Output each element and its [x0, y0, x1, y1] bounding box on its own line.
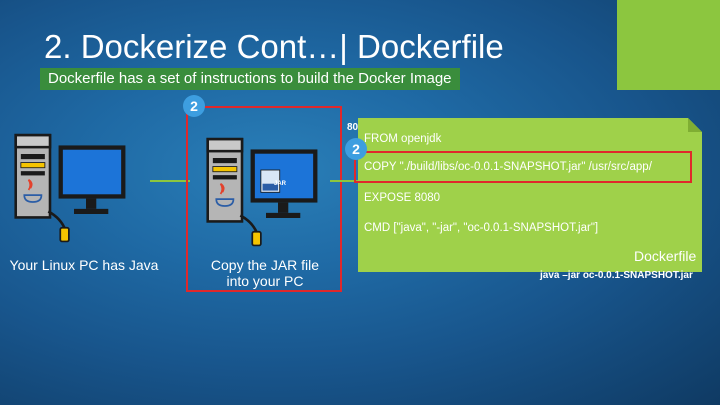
dockerfile-line-expose: EXPOSE 8080	[364, 192, 441, 204]
step-badge-dockerfile: 2	[345, 138, 367, 160]
java-run-command: java –jar oc-0.0.1-SNAPSHOT.jar	[540, 270, 693, 281]
arrow-middle-to-dockerfile	[330, 180, 362, 182]
java-icon	[215, 183, 235, 207]
page-title: 2. Dockerize Cont…| Dockerfile	[44, 28, 504, 65]
middle-pc-label-line1: Copy the JAR file	[210, 257, 320, 273]
subtitle-banner: Dockerfile has a set of instructions to …	[40, 68, 460, 90]
dockerfile-line-cmd: CMD ["java", "-jar", "oc-0.0.1-SNAPSHOT.…	[364, 222, 599, 234]
computer-icon	[14, 133, 126, 243]
dockerfile-document	[358, 118, 702, 272]
jar-file-icon	[260, 169, 281, 193]
copy-jar-highlight-box	[186, 106, 342, 292]
corner-accent	[617, 0, 720, 90]
jar-label: JAR	[274, 181, 287, 187]
dockerfile-line-copy: COPY "./build/libs/oc-0.0.1-SNAPSHOT.jar…	[364, 161, 652, 173]
middle-pc-label-line2: into your PC	[226, 273, 304, 289]
dockerfile-line-from: FROM openjdk	[364, 133, 442, 145]
computer-with-jar-icon	[206, 137, 318, 247]
arrow-left-to-middle	[150, 180, 190, 182]
left-pc-label: Your Linux PC has Java	[9, 257, 159, 273]
copy-line-highlight-box	[354, 151, 692, 183]
java-icon	[23, 179, 43, 203]
dockerfile-footer-label: Dockerfile	[634, 248, 697, 264]
step-badge-middle: 2	[183, 95, 205, 117]
behind-doc-text: 80	[347, 122, 359, 133]
